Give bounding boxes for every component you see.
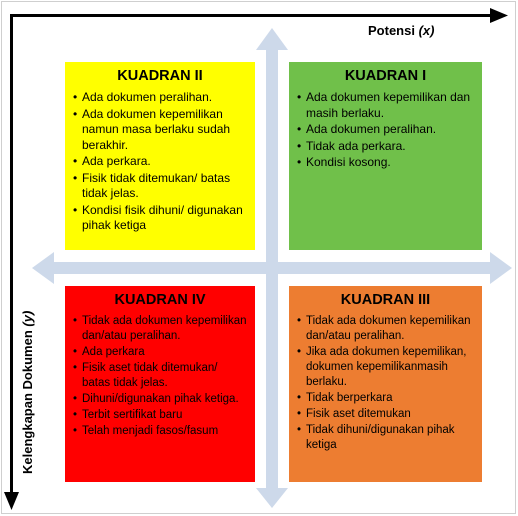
list-item: Jika ada dokumen kepemilikan, dokumen ke… — [297, 345, 474, 390]
cross-arrow-down-head — [256, 488, 288, 508]
list-item: Fisik aset ditemukan — [297, 407, 474, 422]
x-axis-label: Potensi (x) — [368, 23, 435, 38]
kuadran-3-list: Tidak ada dokumen kepemilikan dan/atau p… — [297, 314, 474, 453]
cross-arrow-left-head — [32, 252, 54, 284]
list-item: Tidak dihuni/digunakan pihak ketiga — [297, 423, 474, 453]
kuadran-2-box: KUADRAN II Ada dokumen peralihan. Ada do… — [65, 62, 255, 250]
list-item: Fisik aset tidak ditemukan/ batas tidak … — [73, 361, 247, 391]
list-item: Kondisi kosong. — [297, 155, 474, 171]
list-item: Tidak berperkara — [297, 391, 474, 406]
list-item: Ada perkara — [73, 345, 247, 360]
list-item: Tidak ada dokumen kepemilikan dan/atau p… — [297, 314, 474, 344]
kuadran-3-box: KUADRAN III Tidak ada dokumen kepemilika… — [289, 286, 482, 482]
cross-arrow-horizontal-shaft — [44, 262, 500, 274]
cross-arrow-up-head — [256, 28, 288, 50]
list-item: Ada dokumen peralihan. — [297, 122, 474, 138]
kuadran-1-box: KUADRAN I Ada dokumen kepemilikan dan ma… — [289, 62, 482, 250]
y-axis-arrowhead — [4, 492, 19, 510]
y-axis-label: Kelengkapan Dokumen (y) — [20, 310, 35, 474]
list-item: Dihuni/digunakan pihak ketiga. — [73, 392, 247, 407]
y-axis-line — [10, 14, 13, 496]
kuadran-3-title: KUADRAN III — [340, 292, 431, 308]
kuadran-1-title: KUADRAN I — [344, 68, 427, 84]
list-item: Tidak ada perkara. — [297, 139, 474, 155]
list-item: Ada dokumen peralihan. — [73, 90, 247, 106]
list-item: Ada dokumen kepemilikan namun masa berla… — [73, 107, 247, 154]
kuadran-4-box: KUADRAN IV Tidak ada dokumen kepemilikan… — [65, 286, 255, 482]
cross-arrow-right-head — [490, 252, 512, 284]
list-item: Kondisi fisik dihuni/ digunakan pihak ke… — [73, 203, 247, 234]
list-item: Tidak ada dokumen kepemilikan dan/atau p… — [73, 314, 247, 344]
kuadran-4-title: KUADRAN IV — [114, 292, 206, 308]
x-axis-arrowhead — [490, 8, 508, 23]
kuadran-2-list: Ada dokumen peralihan. Ada dokumen kepem… — [73, 90, 247, 234]
list-item: Ada perkara. — [73, 154, 247, 170]
list-item: Fisik tidak ditemukan/ batas tidak jelas… — [73, 171, 247, 202]
main-axes — [4, 8, 508, 510]
kuadran-4-list: Tidak ada dokumen kepemilikan dan/atau p… — [73, 314, 247, 439]
kuadran-1-list: Ada dokumen kepemilikan dan masih berlak… — [297, 90, 474, 171]
list-item: Ada dokumen kepemilikan dan masih berlak… — [297, 90, 474, 121]
cross-arrows — [32, 28, 512, 508]
x-axis-line — [10, 14, 494, 17]
kuadran-2-title: KUADRAN II — [117, 68, 203, 84]
list-item: Telah menjadi fasos/fasum — [73, 424, 247, 439]
list-item: Terbit sertifikat baru — [73, 408, 247, 423]
